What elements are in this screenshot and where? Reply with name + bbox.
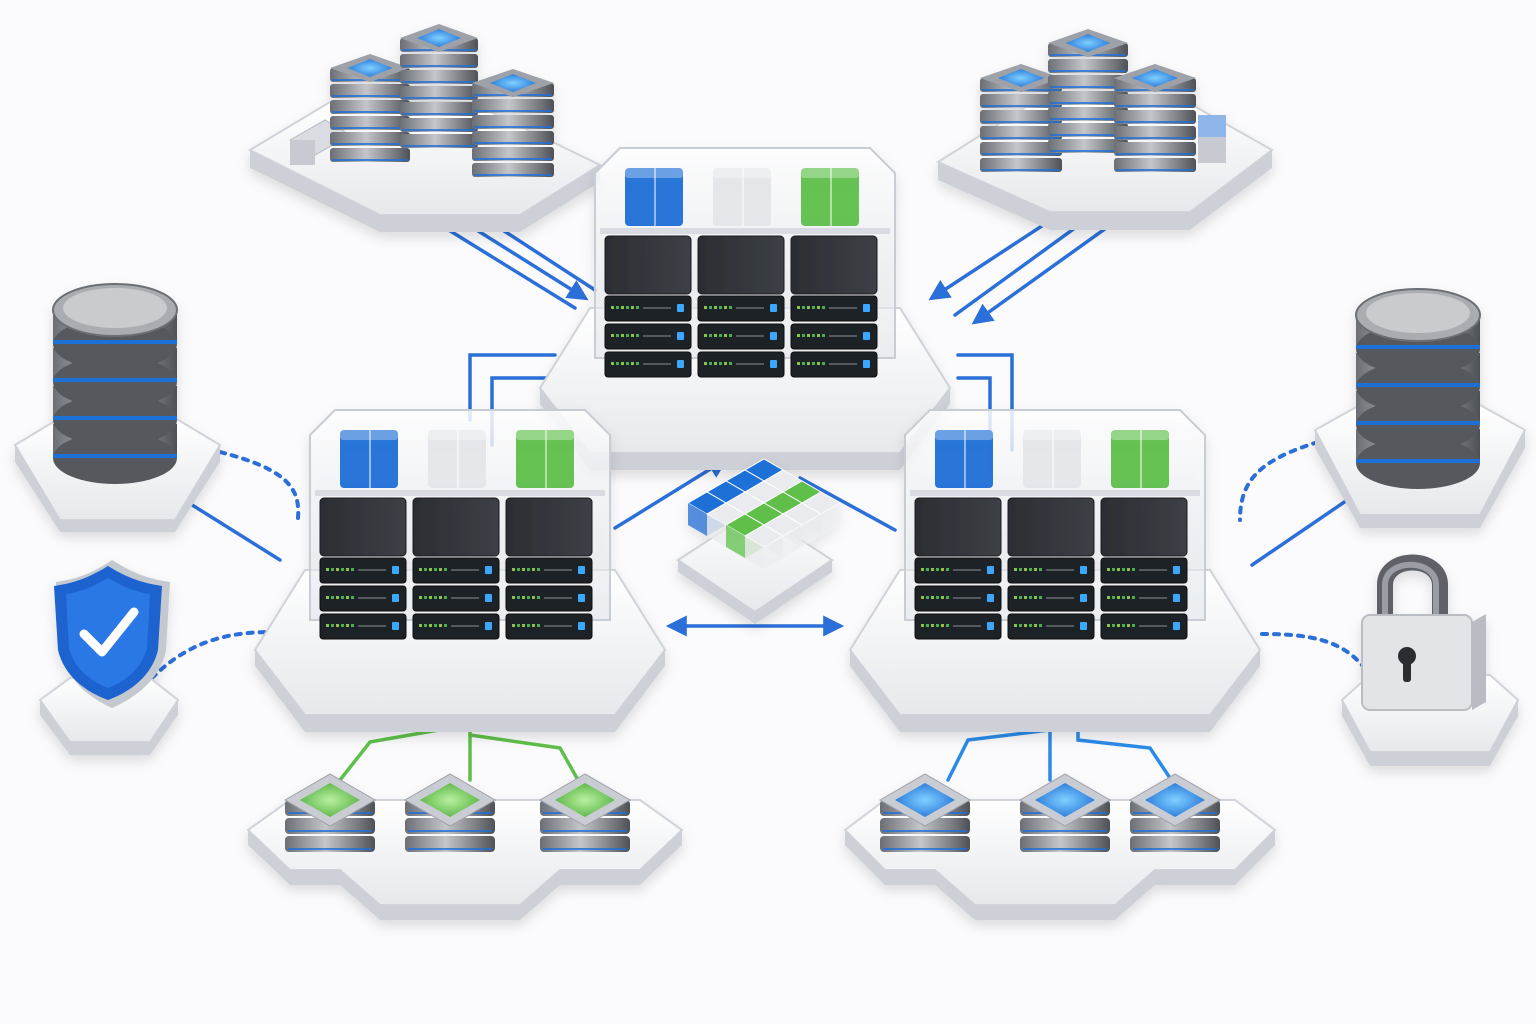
- cache-block-green: [516, 430, 574, 488]
- cache-block-green: [1111, 430, 1169, 488]
- link-cube-to-right: [798, 476, 897, 532]
- server-cluster-right: [848, 409, 1262, 732]
- link-db-left-dotted: [218, 450, 301, 520]
- server-rack: [697, 235, 785, 378]
- datacenter-top-left: [247, 24, 603, 232]
- link-shield-dotted: [150, 630, 274, 680]
- server-cluster-left: [253, 409, 667, 732]
- data-cube-icon: [676, 458, 841, 624]
- link-left-to-storage-3: [468, 733, 580, 782]
- server-stacks-icon: [400, 24, 478, 148]
- server-rack: [1100, 497, 1188, 640]
- cache-block-green: [801, 168, 859, 226]
- link-db-right-solid: [1250, 488, 1364, 567]
- server-rack: [319, 497, 407, 640]
- link-db-right-dotted: [1238, 440, 1320, 522]
- database-right: [1313, 288, 1527, 528]
- storage-node-green-icon: [404, 773, 496, 852]
- server-stacks-icon: [1114, 64, 1196, 172]
- server-rack: [914, 497, 1002, 640]
- storage-node-blue-icon: [1129, 773, 1221, 852]
- storage-node-green-icon: [284, 773, 376, 852]
- storage-group-green: [246, 773, 684, 920]
- server-stacks-icon: [472, 69, 554, 177]
- shield-node: [38, 560, 180, 755]
- link-left-to-cube: [613, 457, 729, 530]
- lock-node: [1340, 554, 1520, 766]
- cache-block-blue: [935, 430, 993, 488]
- database-icon: [1355, 288, 1481, 489]
- datacenter-top-right: [935, 29, 1274, 230]
- link-top-to-left-1: [468, 353, 557, 422]
- storage-node-blue-icon: [879, 773, 971, 852]
- server-rack: [1007, 497, 1095, 640]
- server-stacks-icon: [1048, 29, 1128, 153]
- server-stacks-icon: [980, 64, 1062, 172]
- server-cluster-top: [538, 147, 952, 470]
- server-rack: [604, 235, 692, 378]
- link-lock-dotted: [1260, 632, 1364, 667]
- database-icon: [52, 283, 178, 484]
- server-stacks-icon: [330, 54, 410, 162]
- server-rack: [790, 235, 878, 378]
- database-left: [13, 283, 222, 532]
- storage-node-green-icon: [539, 773, 631, 852]
- cache-block-white: [1023, 430, 1081, 488]
- shield-check-icon: [54, 560, 170, 708]
- server-rack: [412, 497, 500, 640]
- server-rack: [505, 497, 593, 640]
- storage-group-blue: [843, 773, 1277, 920]
- cache-block-white: [428, 430, 486, 488]
- cache-block-blue: [340, 430, 398, 488]
- padlock-icon: [1361, 554, 1486, 711]
- cache-block-white: [713, 168, 771, 226]
- cache-block-blue: [625, 168, 683, 226]
- storage-node-blue-icon: [1019, 773, 1111, 852]
